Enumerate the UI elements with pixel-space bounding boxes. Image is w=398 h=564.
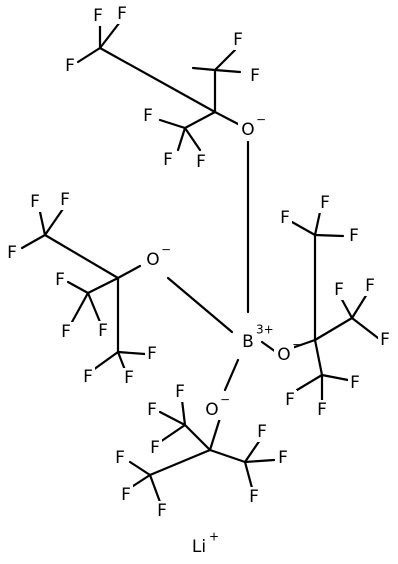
fluorine-label: F <box>334 280 344 300</box>
fluorine-label: F <box>157 501 167 521</box>
boron-atom: B 3+ <box>238 323 274 352</box>
fluorine-label: F <box>115 448 125 468</box>
oxygen-charge: − <box>220 393 230 407</box>
fluorine-label: F <box>150 438 160 458</box>
fluorine-label: F <box>98 321 108 341</box>
fluorine-label: F <box>349 226 359 246</box>
fluorine-label: F <box>350 373 360 393</box>
fluorine-label: F <box>163 150 173 170</box>
fluorine-label: F <box>93 6 103 26</box>
fluorine-label: F <box>121 485 131 505</box>
oxygen-charge: − <box>292 338 302 352</box>
oxygen-bottom: O − <box>202 393 230 420</box>
fluorine-label: F <box>380 330 390 350</box>
fluorine-label: F <box>147 400 157 420</box>
oxygen-label: O <box>205 400 218 420</box>
oxygen-label: O <box>277 345 290 365</box>
fluorine-label: F <box>124 368 134 388</box>
fluorine-label: F <box>61 322 71 342</box>
oxygen-charge: − <box>161 243 171 257</box>
fluorine-label: F <box>278 448 288 468</box>
fluorine-label: F <box>30 192 40 212</box>
oxygen-right: O − <box>274 338 302 365</box>
fluorine-label: F <box>317 400 327 420</box>
oxygen-left: O − <box>143 243 171 270</box>
fluorine-label: F <box>117 4 127 24</box>
fluorine-label: F <box>65 56 75 76</box>
fluorine-label: F <box>250 66 260 86</box>
fluorine-label: F <box>83 367 93 387</box>
oxygen-top: O − <box>238 113 266 140</box>
oxygen-charge: − <box>256 113 266 127</box>
fluorine-label: F <box>320 193 330 213</box>
fluorine-label: F <box>280 208 290 228</box>
fluorine-label: F <box>257 422 267 442</box>
fluorine-label: F <box>143 106 153 126</box>
oxygen-label: O <box>146 250 159 270</box>
oxygen-atoms: O − O − O − O − <box>143 113 302 420</box>
fluorine-label: F <box>365 276 375 296</box>
fluorine-label: F <box>196 152 206 172</box>
fluorine-label: F <box>249 487 259 507</box>
fluorine-label: F <box>285 390 295 410</box>
boron-label: B <box>242 332 254 352</box>
bond-lines <box>20 20 380 504</box>
lithium-ion: Li + <box>192 530 219 558</box>
fluorine-label: F <box>147 344 157 364</box>
fluorine-label: F <box>233 30 243 50</box>
lithium-charge: + <box>209 530 219 544</box>
lithium-label: Li <box>192 537 206 557</box>
fluorine-label: F <box>60 190 70 210</box>
fluorine-label: F <box>175 382 185 402</box>
oxygen-label: O <box>241 120 254 140</box>
boron-charge: 3+ <box>256 323 274 337</box>
fluorine-label: F <box>7 243 17 263</box>
fluorine-label: F <box>55 270 65 290</box>
